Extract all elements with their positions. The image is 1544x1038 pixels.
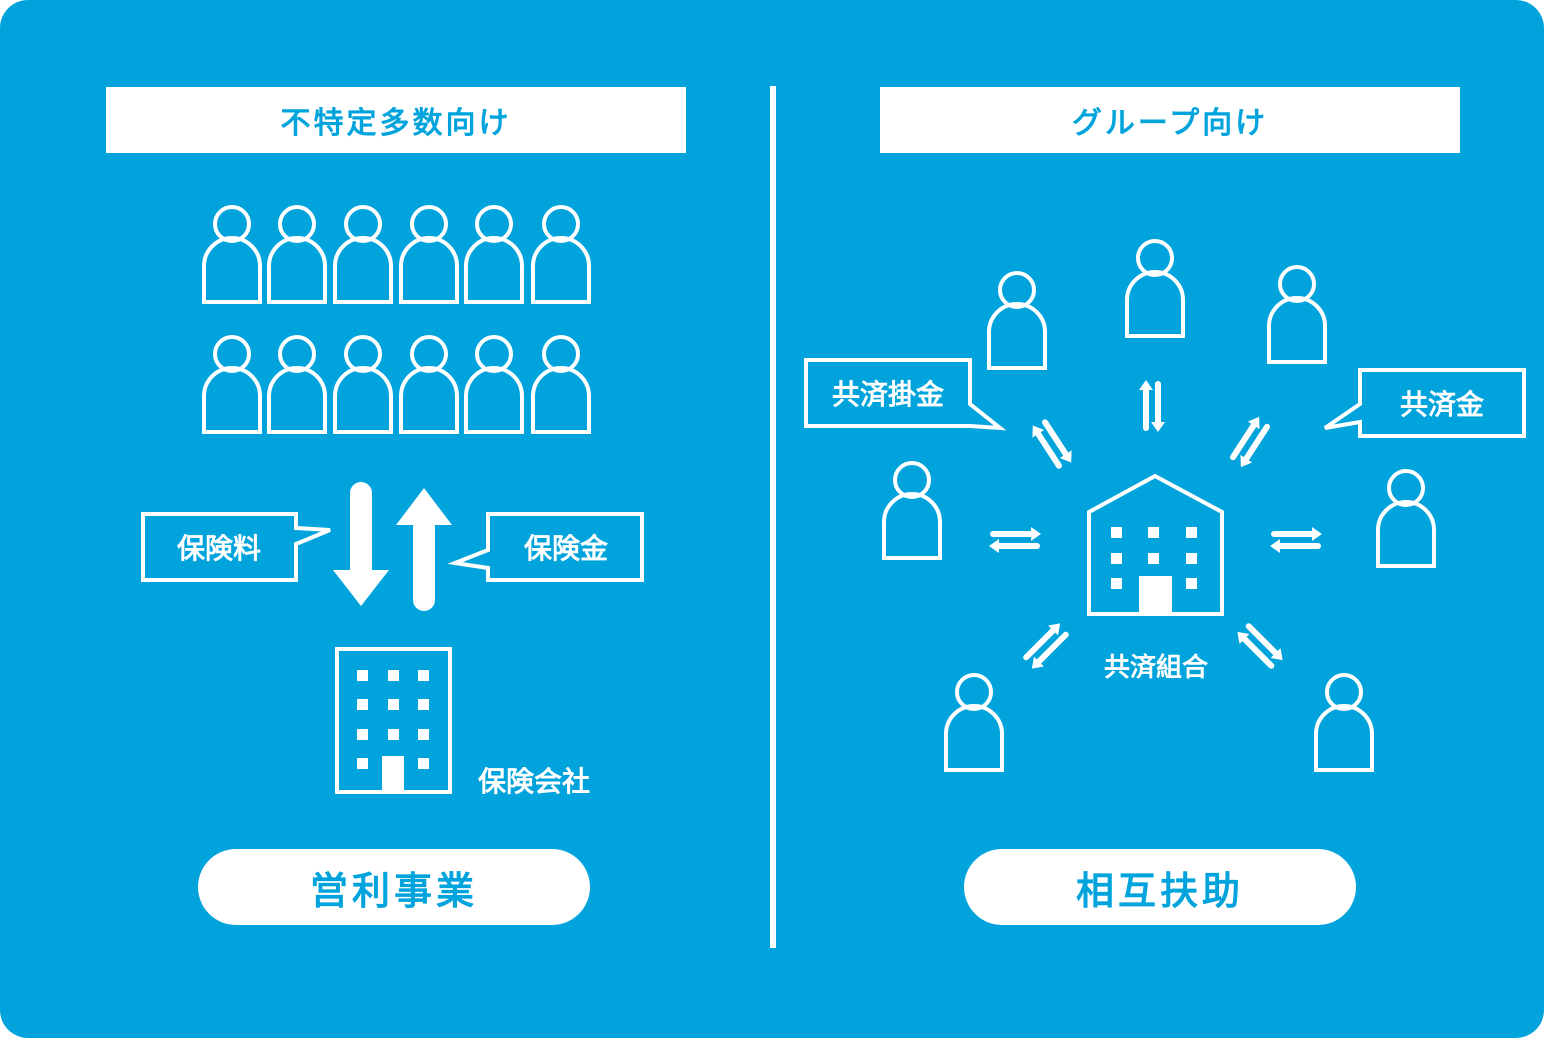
person-icon: [399, 205, 459, 304]
company-label: 保険会社: [478, 765, 590, 798]
payout-label: 保険金: [524, 532, 609, 565]
person-icon: [464, 335, 524, 434]
right-header: グループ向け: [880, 87, 1460, 153]
exchange-arrow-icon: [1027, 415, 1077, 473]
person-icon: [267, 335, 327, 434]
person-icon: [267, 205, 327, 304]
premium-callout: 保険料: [141, 512, 331, 582]
left-people-grid: [202, 205, 591, 434]
exchange-arrow-icon: [1270, 527, 1322, 553]
contribution-label: 共済掛金: [832, 378, 945, 411]
cooperative-building-icon: [1087, 473, 1224, 616]
person-icon: [202, 205, 262, 304]
person-icon: [1125, 239, 1185, 338]
right-people-ring: [882, 239, 1436, 772]
person-icon: [202, 335, 262, 434]
center-label: 共済組合: [1104, 652, 1209, 683]
premium-down-arrow-icon: [333, 482, 389, 606]
person-icon: [1376, 469, 1436, 568]
payout-callout: 保険金: [447, 512, 644, 582]
person-icon: [333, 205, 393, 304]
payout-up-arrow-icon: [396, 488, 452, 611]
office-building-icon: [335, 647, 452, 794]
person-icon: [531, 335, 591, 434]
exchange-arrow-icon: [989, 527, 1041, 553]
coop-payout-callout: 共済金: [1323, 368, 1526, 438]
right-footer-pill: 相互扶助: [964, 849, 1356, 925]
person-icon: [944, 673, 1004, 772]
person-icon: [333, 335, 393, 434]
exchange-arrow-icon: [1139, 380, 1165, 432]
person-icon: [987, 271, 1047, 370]
premium-label: 保険料: [177, 532, 261, 565]
left-header: 不特定多数向け: [106, 87, 686, 153]
center-divider: [770, 86, 776, 948]
exchange-arrow-icon: [1225, 413, 1275, 471]
person-icon: [1314, 673, 1374, 772]
person-icon: [399, 335, 459, 434]
exchange-arrow-icon: [1232, 618, 1287, 673]
person-icon: [1267, 265, 1327, 364]
left-footer-pill: 営利事業: [198, 849, 590, 925]
coop-payout-label: 共済金: [1400, 388, 1485, 421]
person-icon: [531, 205, 591, 304]
person-icon: [464, 205, 524, 304]
exchange-arrow-icon: [1018, 618, 1073, 673]
contribution-callout: 共済掛金: [804, 358, 1007, 431]
person-icon: [882, 461, 942, 560]
